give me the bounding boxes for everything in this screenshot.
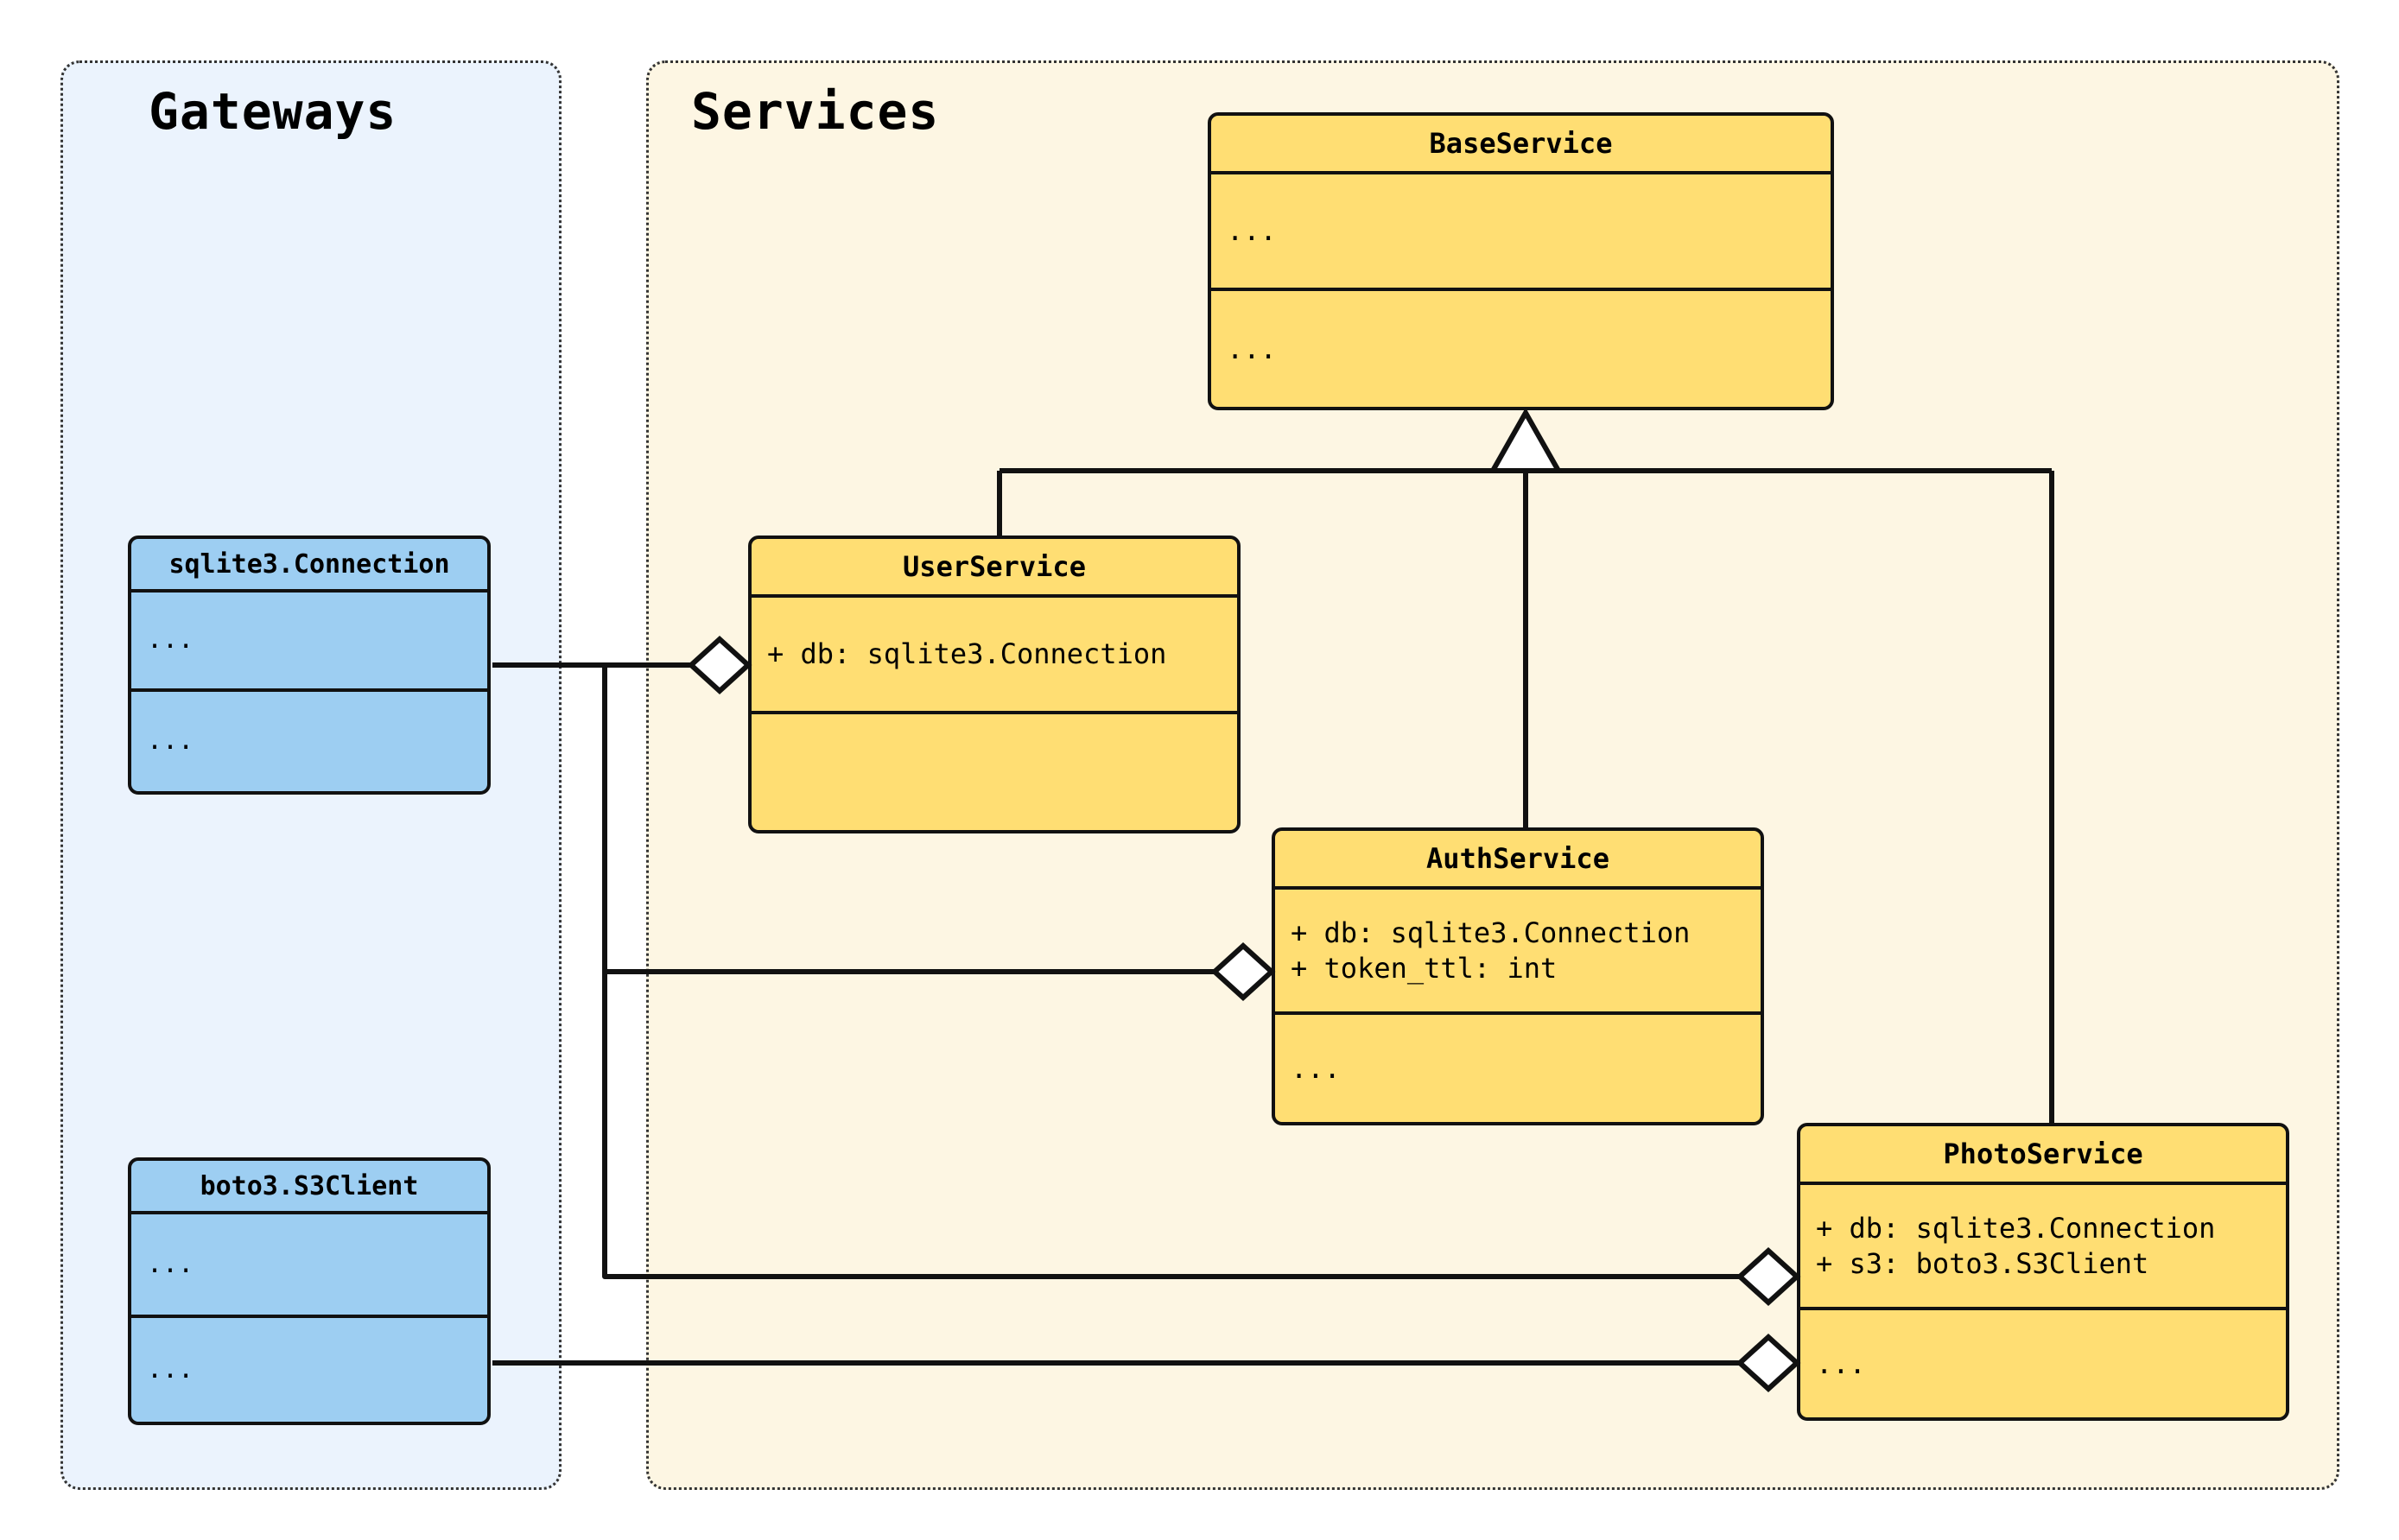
package-services-title: Services bbox=[691, 82, 940, 141]
method-line: ... bbox=[1816, 1347, 1866, 1380]
class-attributes-boto3-s3client: ... bbox=[131, 1214, 487, 1318]
class-box-boto3-s3client[interactable]: boto3.S3Client ... ... bbox=[128, 1157, 491, 1425]
method-line: ... bbox=[1227, 332, 1277, 365]
attribute-line: + token_ttl: int bbox=[1291, 951, 1558, 985]
class-name-authservice: AuthService bbox=[1275, 831, 1761, 890]
class-name-userservice: UserService bbox=[752, 539, 1237, 598]
class-box-sqlite3-connection[interactable]: sqlite3.Connection ... ... bbox=[128, 536, 491, 795]
attribute-line: ... bbox=[1227, 214, 1277, 248]
class-methods-sqlite3-connection: ... bbox=[131, 692, 487, 791]
method-line: ... bbox=[1291, 1051, 1341, 1085]
class-attributes-photoservice: + db: sqlite3.Connection + s3: boto3.S3C… bbox=[1800, 1185, 2286, 1310]
class-name-photoservice: PhotoService bbox=[1800, 1126, 2286, 1185]
class-box-baseservice[interactable]: BaseService ... ... bbox=[1208, 112, 1834, 410]
class-box-authservice[interactable]: AuthService + db: sqlite3.Connection + t… bbox=[1272, 827, 1764, 1125]
class-name-baseservice: BaseService bbox=[1211, 116, 1831, 174]
attribute-line: + db: sqlite3.Connection bbox=[1291, 916, 1691, 949]
attribute-line: + db: sqlite3.Connection bbox=[767, 637, 1167, 671]
class-attributes-authservice: + db: sqlite3.Connection + token_ttl: in… bbox=[1275, 890, 1761, 1015]
method-line: ... bbox=[147, 726, 194, 757]
class-methods-baseservice: ... bbox=[1211, 291, 1831, 407]
attribute-line: + db: sqlite3.Connection bbox=[1816, 1211, 2216, 1245]
method-line: ... bbox=[147, 1353, 194, 1385]
class-box-photoservice[interactable]: PhotoService + db: sqlite3.Connection + … bbox=[1797, 1123, 2289, 1421]
class-name-boto3-s3client: boto3.S3Client bbox=[131, 1161, 487, 1214]
class-methods-photoservice: ... bbox=[1800, 1310, 2286, 1417]
class-methods-boto3-s3client: ... bbox=[131, 1318, 487, 1422]
attribute-line: ... bbox=[147, 1248, 194, 1279]
attribute-line: ... bbox=[147, 624, 194, 656]
class-methods-userservice bbox=[752, 714, 1237, 830]
class-attributes-sqlite3-connection: ... bbox=[131, 593, 487, 692]
class-attributes-baseservice: ... bbox=[1211, 174, 1831, 291]
class-box-userservice[interactable]: UserService + db: sqlite3.Connection bbox=[748, 536, 1241, 833]
package-gateways-title: Gateways bbox=[149, 82, 397, 141]
class-methods-authservice: ... bbox=[1275, 1015, 1761, 1122]
class-attributes-userservice: + db: sqlite3.Connection bbox=[752, 598, 1237, 714]
attribute-line: + s3: boto3.S3Client bbox=[1816, 1246, 2149, 1280]
class-name-sqlite3-connection: sqlite3.Connection bbox=[131, 539, 487, 593]
